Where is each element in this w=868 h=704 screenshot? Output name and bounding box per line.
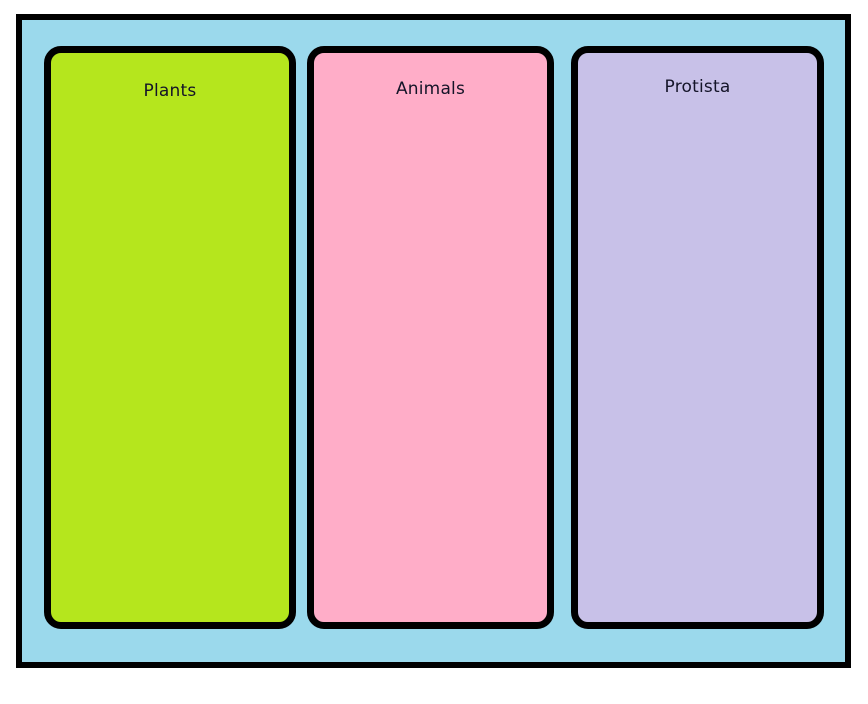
category-column-plants[interactable]: Plants [44, 46, 296, 629]
classification-board: Plants Animals Protista [16, 14, 851, 668]
category-label-animals: Animals [395, 79, 466, 99]
category-column-protista[interactable]: Protista [571, 46, 824, 629]
category-label-plants: Plants [143, 81, 197, 101]
category-label-protista: Protista [664, 77, 731, 97]
category-columns-group: Plants Animals Protista [44, 46, 846, 629]
category-column-animals[interactable]: Animals [307, 46, 554, 629]
